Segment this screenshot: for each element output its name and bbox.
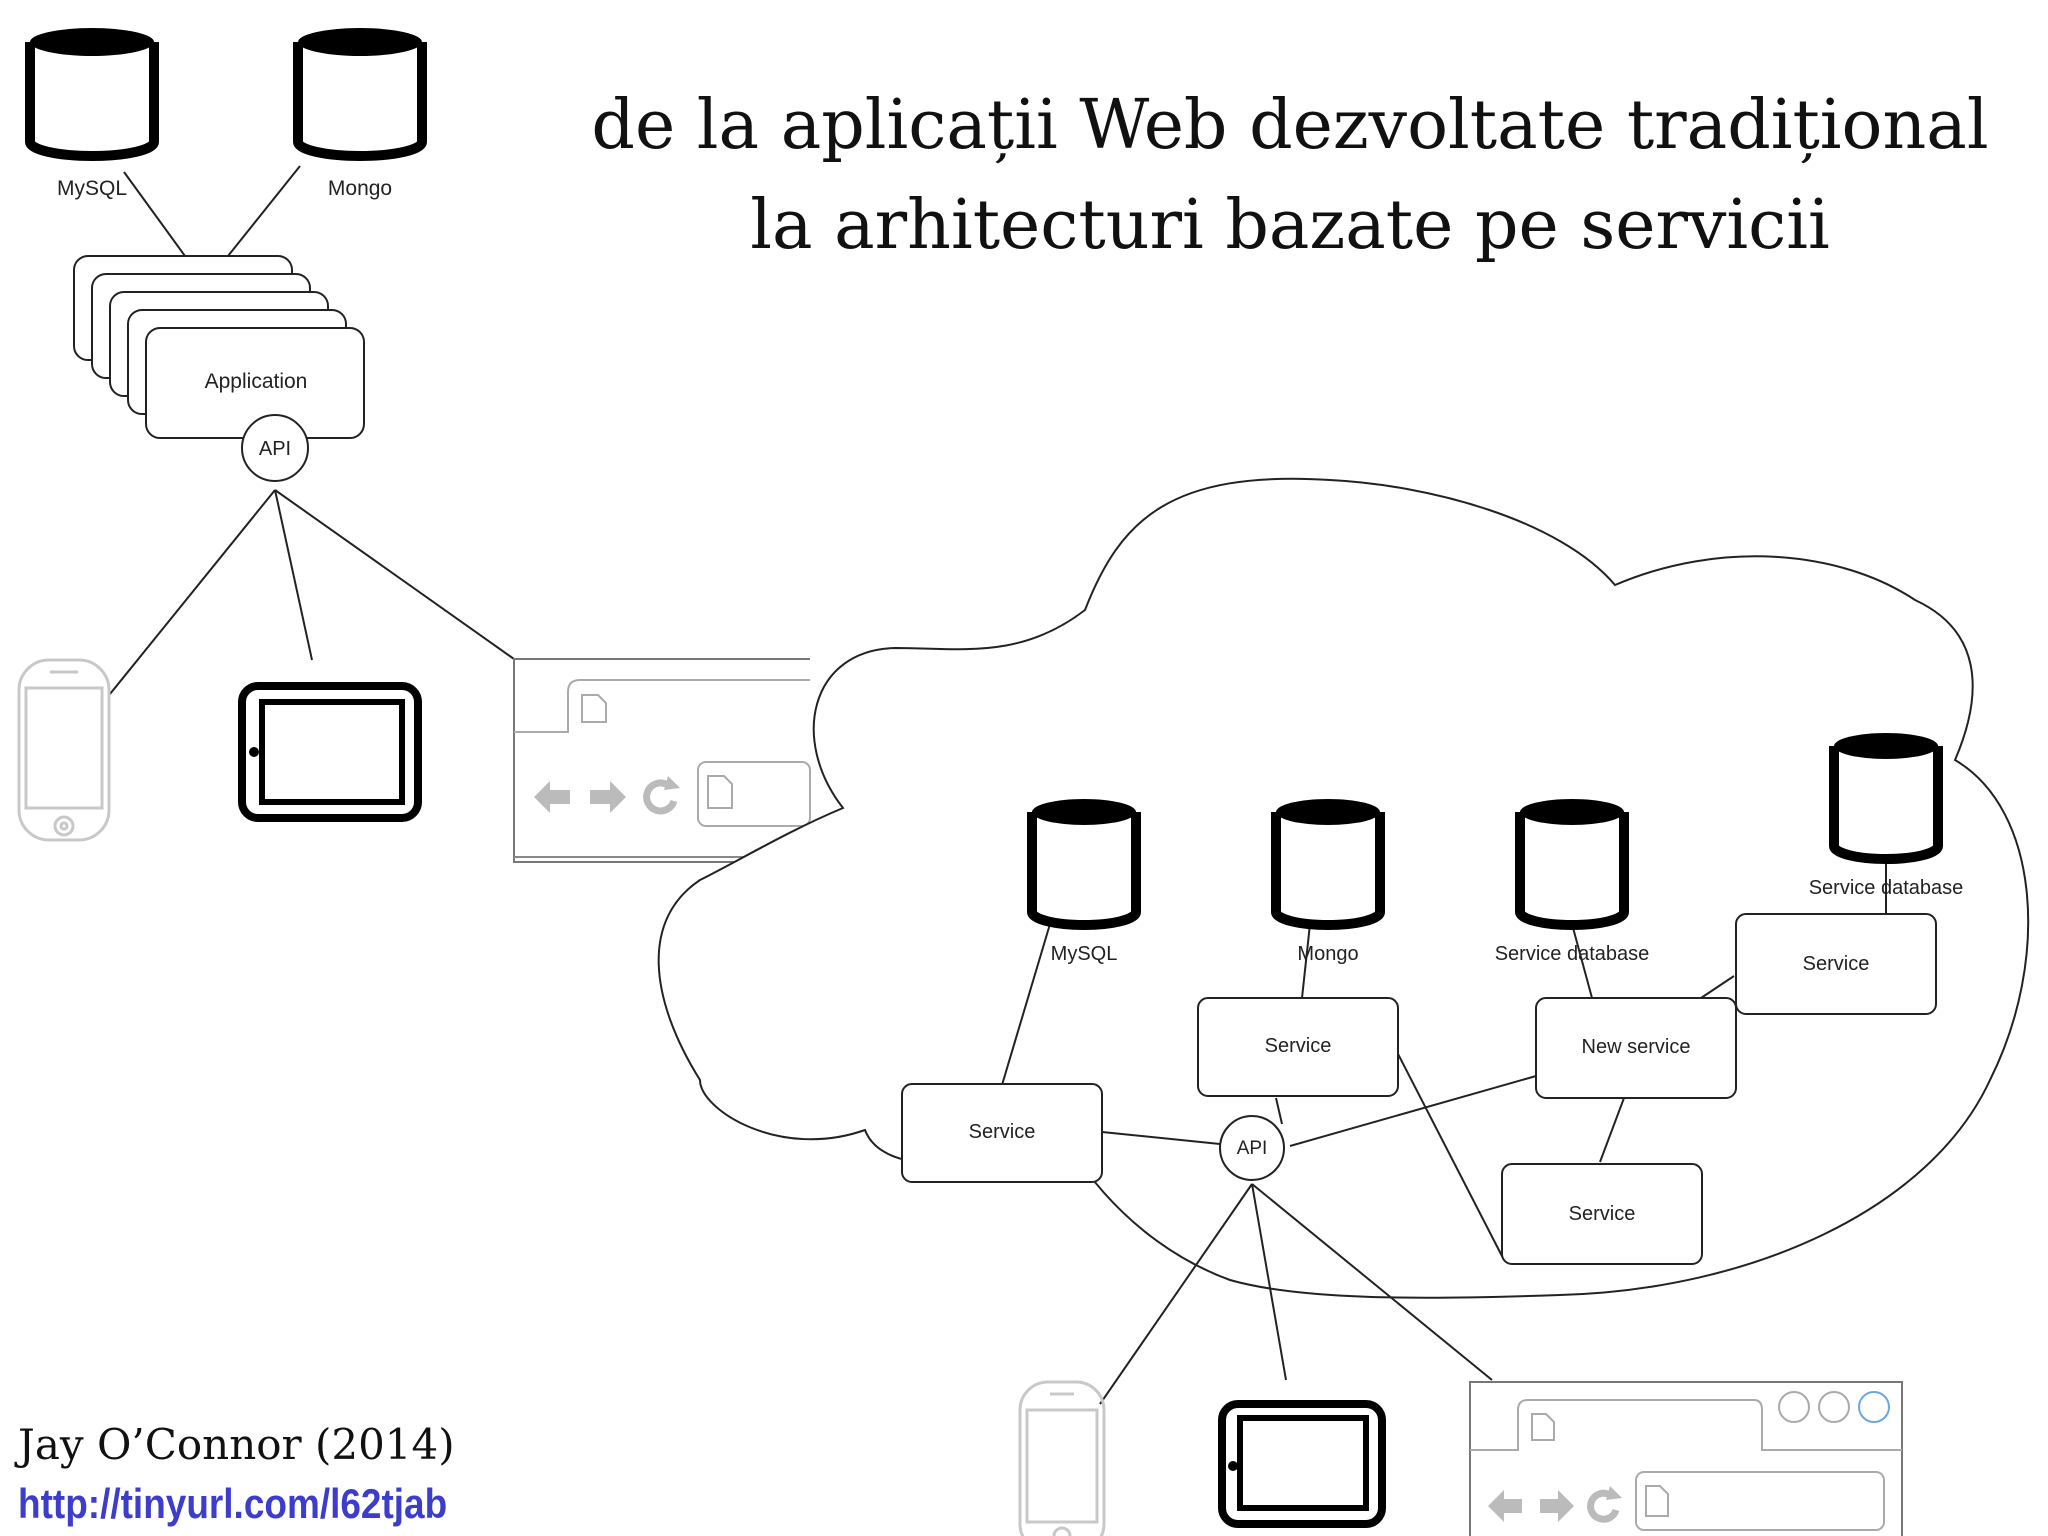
db-service-database-2-icon (1829, 733, 1943, 864)
right-api-node (1219, 1115, 1285, 1181)
db-mysql-icon (25, 28, 159, 161)
right-phone-icon (1018, 1380, 1106, 1536)
left-api-node (241, 414, 309, 482)
service-a-label: Service (969, 1121, 1036, 1143)
title-line-1: de la aplicații Web dezvoltate tradițion… (591, 86, 1989, 165)
left-api-label: API (259, 438, 291, 460)
right-tablet-icon (1218, 1400, 1386, 1528)
db-mongo-icon (293, 28, 427, 161)
window-control-3-icon (1858, 1391, 1890, 1423)
source-link[interactable]: http://tinyurl.com/l62tjab (18, 1480, 448, 1527)
db-mongo-label: Mongo (328, 177, 392, 200)
right-diagram: MySQL Mongo Service database Service dat… (657, 477, 2030, 1536)
service-box-d (1735, 913, 1937, 1015)
service-box-b (1197, 997, 1399, 1097)
window-control-1-icon (1778, 1391, 1810, 1423)
db-mongo-right-icon (1271, 799, 1385, 930)
db-service-database-2-label: Service database (1809, 877, 1964, 899)
db-mongo-right-label: Mongo (1297, 943, 1358, 965)
page-title: de la aplicații Web dezvoltate tradițion… (560, 76, 2020, 276)
right-browser-window (1469, 1381, 1903, 1536)
db-service-database-1-label: Service database (1495, 943, 1650, 965)
left-tablet-icon (238, 682, 422, 822)
left-phone-icon (17, 658, 111, 842)
new-service-label: New service (1582, 1036, 1691, 1058)
db-mysql-right-icon (1027, 799, 1141, 930)
right-api-label: API (1237, 1138, 1268, 1159)
db-service-database-1-icon (1515, 799, 1629, 930)
title-line-2: la arhitecturi bazate pe servicii (750, 186, 1830, 265)
left-diagram: MySQL Mongo Application API (17, 28, 811, 863)
service-box-c (1501, 1163, 1703, 1265)
application-label: Application (205, 370, 308, 393)
window-control-2-icon (1818, 1391, 1850, 1423)
author-credit: Jay O’Connor (2014) (18, 1420, 455, 1469)
service-d-label: Service (1803, 953, 1870, 975)
db-mysql-right-label: MySQL (1051, 943, 1118, 965)
service-b-label: Service (1265, 1035, 1332, 1057)
service-c-label: Service (1569, 1203, 1636, 1225)
db-mysql-label: MySQL (57, 177, 127, 200)
application-stack (73, 255, 365, 439)
new-service-box (1535, 997, 1737, 1099)
service-box-a (901, 1083, 1103, 1183)
left-browser-window (513, 658, 811, 863)
